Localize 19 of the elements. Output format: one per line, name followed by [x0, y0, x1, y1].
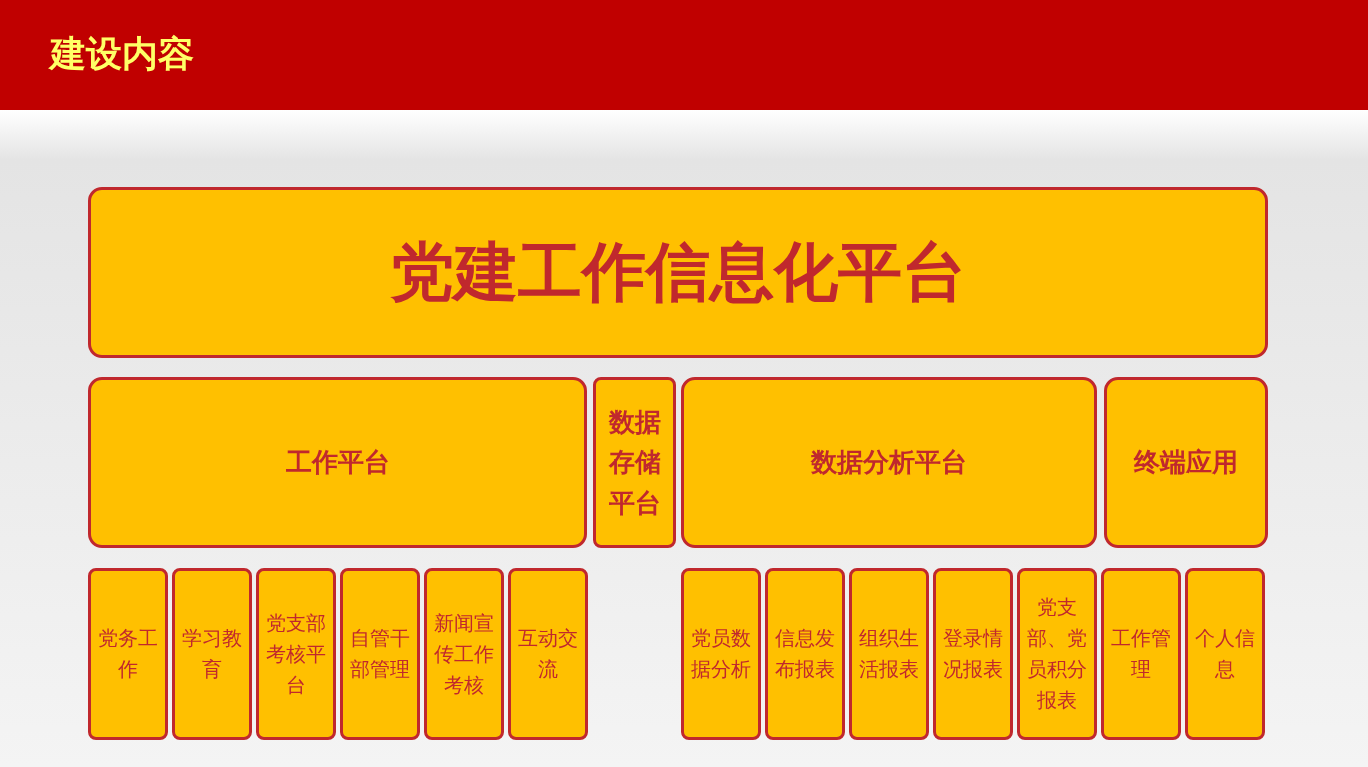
function-box: 互动交流	[508, 568, 588, 740]
function-box: 党支部、党员积分报表	[1017, 568, 1097, 740]
platform-banner: 党建工作信息化平台	[88, 187, 1268, 358]
function-box: 组织生活报表	[849, 568, 929, 740]
function-box: 登录情况报表	[933, 568, 1013, 740]
page-title: 建设内容	[50, 32, 194, 76]
function-box: 学习教育	[172, 568, 252, 740]
function-box: 信息发布报表	[765, 568, 845, 740]
module-box: 数据分析平台	[681, 377, 1097, 548]
function-box: 自管干部管理	[340, 568, 420, 740]
function-box: 党支部考核平台	[256, 568, 336, 740]
function-box: 党务工作	[88, 568, 168, 740]
module-box: 数据存储平台	[593, 377, 676, 548]
function-box: 新闻宣传工作考核	[424, 568, 504, 740]
function-box: 个人信息	[1185, 568, 1265, 740]
module-box: 终端应用	[1104, 377, 1268, 548]
function-box: 工作管理	[1101, 568, 1181, 740]
module-box: 工作平台	[88, 377, 587, 548]
function-box: 党员数据分析	[681, 568, 761, 740]
